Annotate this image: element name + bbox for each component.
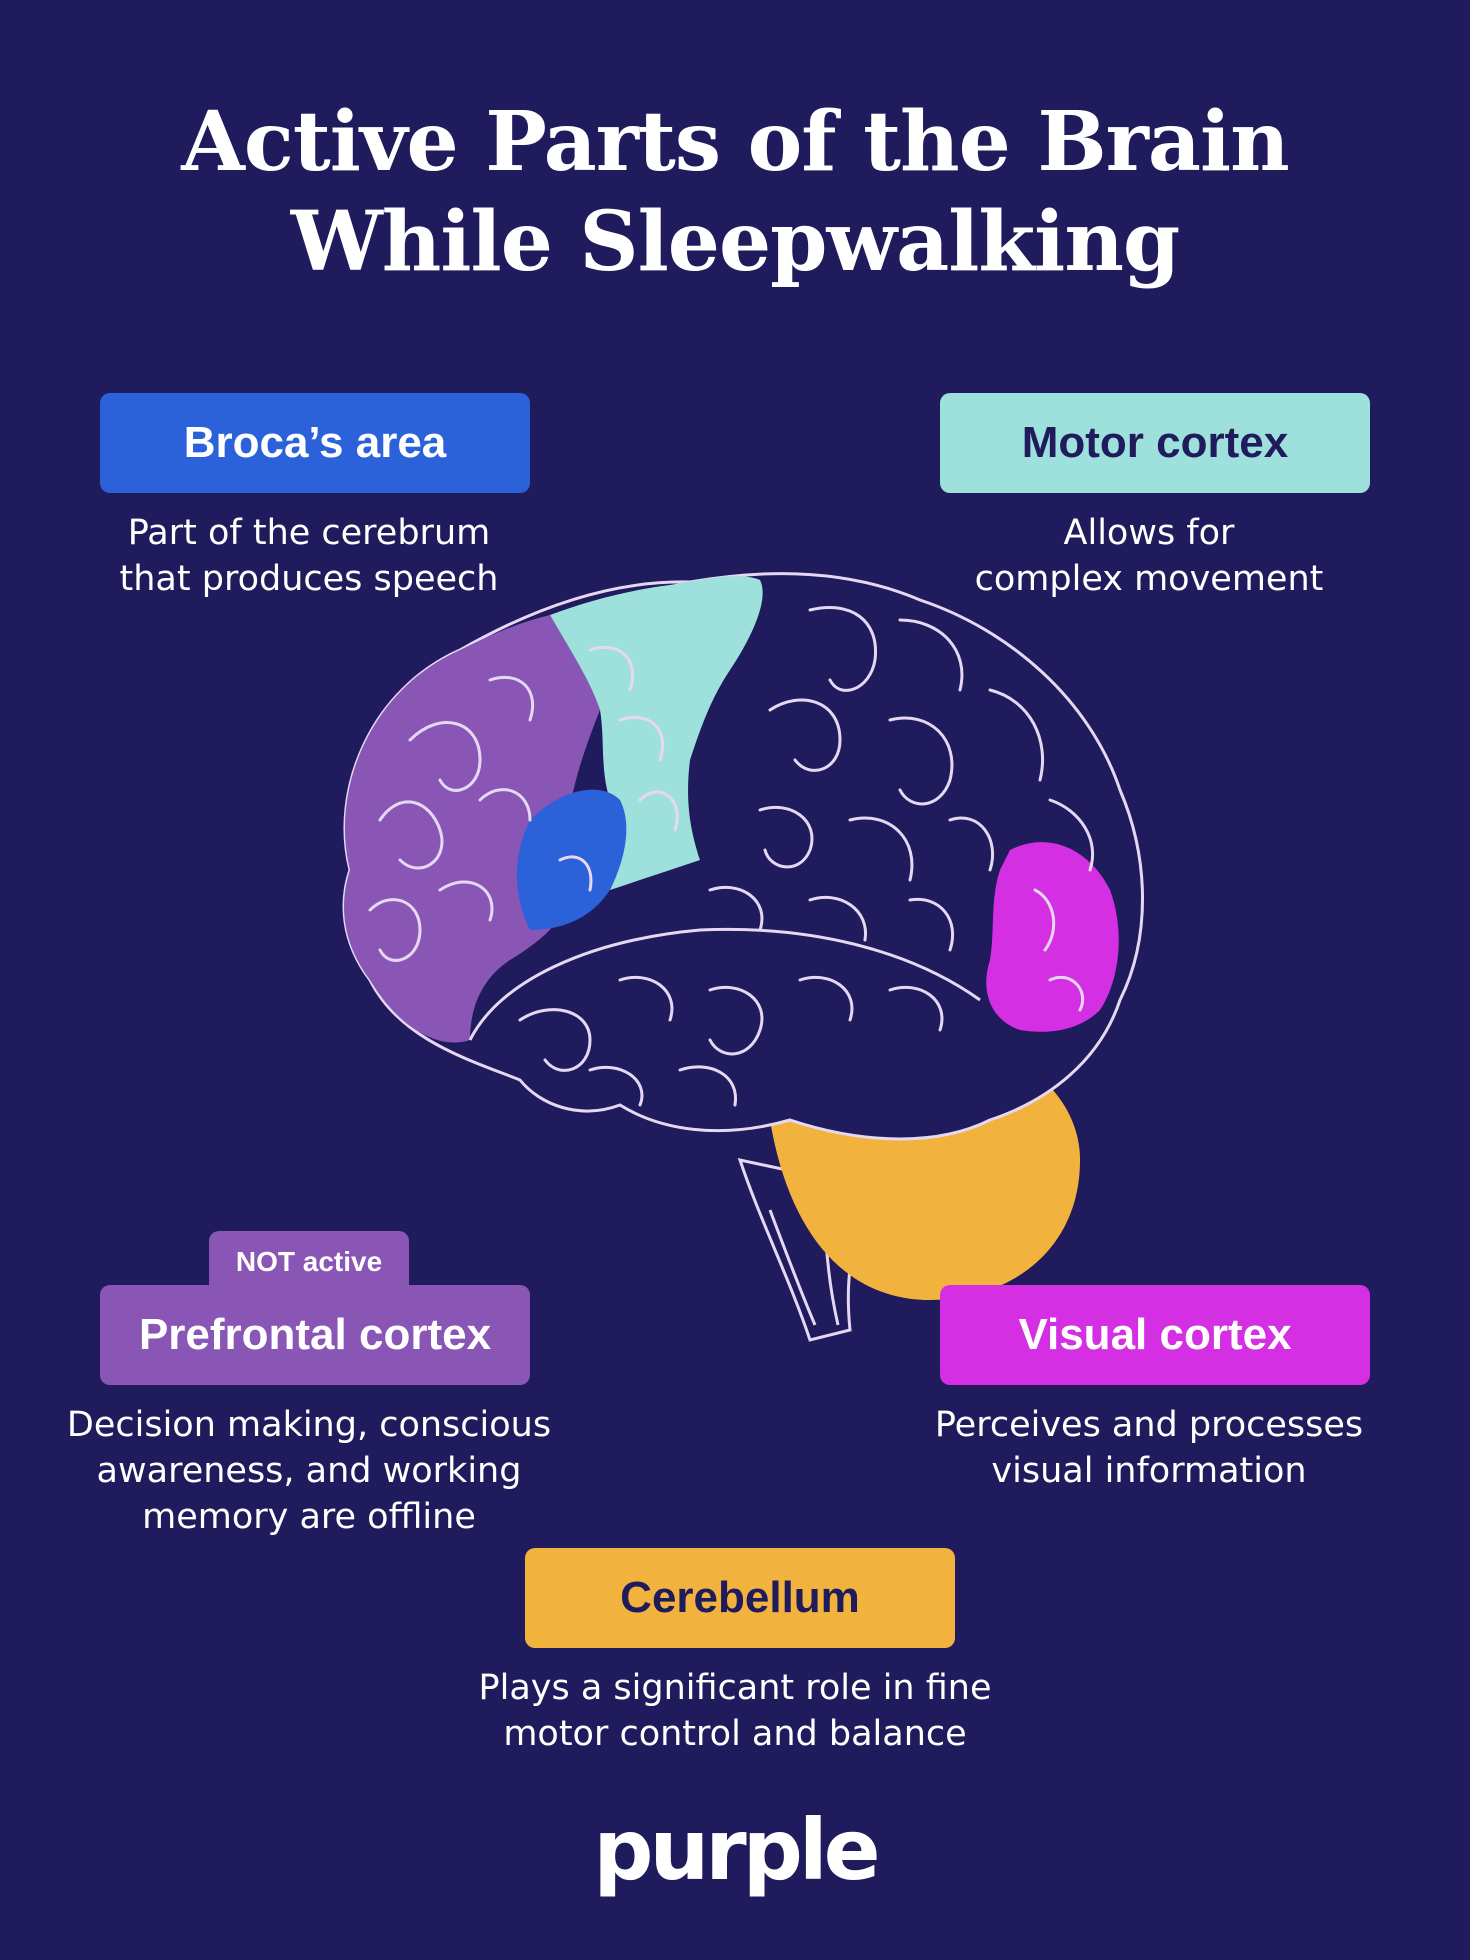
cerebellum-label: Cerebellum <box>525 1548 955 1648</box>
cerebellum-desc-line-2: motor control and balance <box>503 1714 967 1754</box>
title-line-1: Active Parts of the Brain <box>181 94 1289 190</box>
visual-cortex-description: Perceives and processes visual informati… <box>889 1402 1409 1494</box>
motor-desc-line-1: Allows for <box>1063 513 1235 553</box>
broca-desc-line-2: that produces speech <box>119 559 499 599</box>
prefrontal-desc-line-2: awareness, and working <box>96 1451 522 1491</box>
prefrontal-desc-line-1: Decision making, conscious <box>66 1405 552 1445</box>
visual-desc-line-1: Perceives and processes <box>934 1405 1364 1445</box>
broca-area-region <box>516 789 627 930</box>
cerebellum-desc-line-1: Plays a significant role in fine <box>478 1668 992 1708</box>
cerebellum-description: Plays a significant role in fine motor c… <box>475 1665 995 1757</box>
prefrontal-cortex-region <box>344 615 600 1043</box>
broca-area-description: Part of the cerebrum that produces speec… <box>49 510 569 602</box>
purple-logo: purple <box>593 1801 880 1899</box>
brain-illustration <box>342 572 1144 1342</box>
prefrontal-cortex-description: Decision making, conscious awareness, an… <box>49 1402 569 1540</box>
prefrontal-desc-line-3: memory are offline <box>142 1497 476 1537</box>
motor-cortex-region <box>550 576 763 890</box>
motor-cortex-label: Motor cortex <box>940 393 1370 493</box>
broca-area-label: Broca’s area <box>100 393 530 493</box>
not-active-badge: NOT active <box>209 1231 409 1293</box>
title-line-2: While Sleepwalking <box>290 194 1181 290</box>
motor-cortex-description: Allows for complex movement <box>889 510 1409 602</box>
prefrontal-cortex-label: Prefrontal cortex <box>100 1285 530 1385</box>
broca-desc-line-1: Part of the cerebrum <box>127 513 491 553</box>
brain-folds <box>368 605 1095 1107</box>
motor-desc-line-2: complex movement <box>974 559 1324 599</box>
visual-desc-line-2: visual information <box>991 1451 1307 1491</box>
visual-cortex-label: Visual cortex <box>940 1285 1370 1385</box>
